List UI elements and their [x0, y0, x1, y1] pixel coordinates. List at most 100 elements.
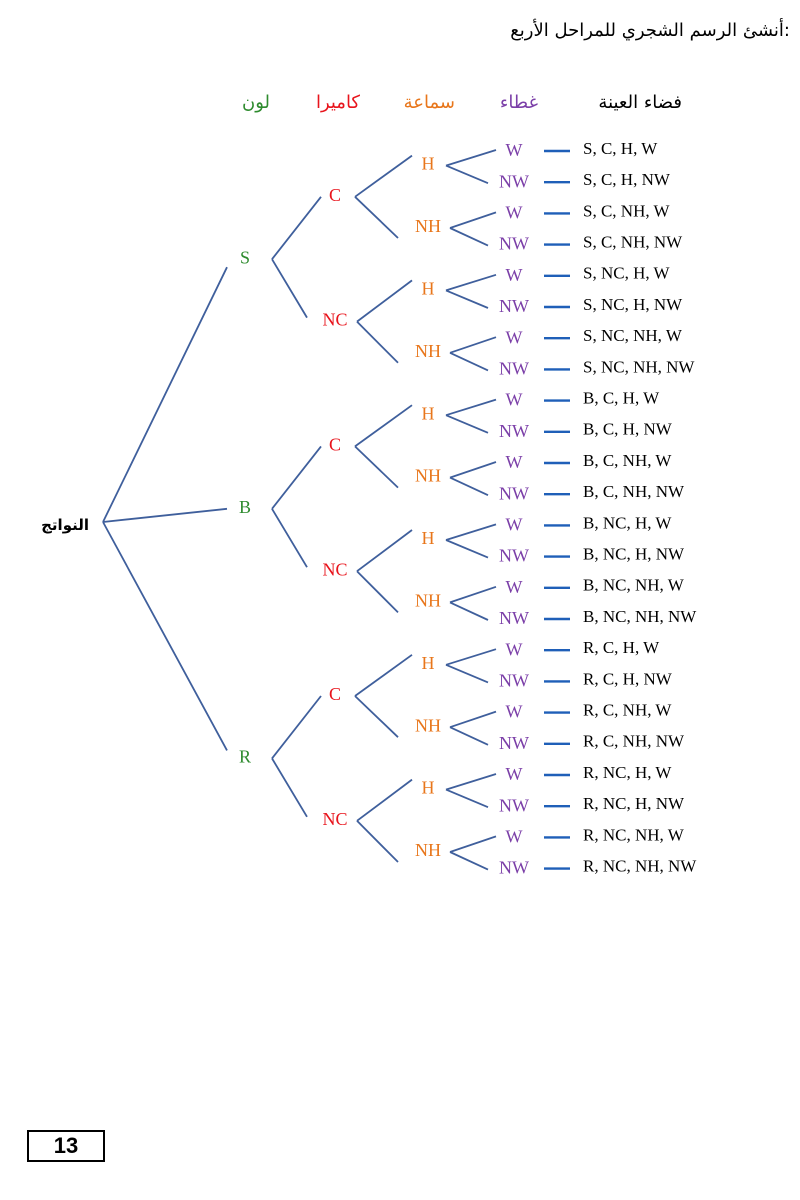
branch-lines — [102, 149, 570, 871]
node-cover-R-C-NH-W: W — [506, 702, 523, 722]
node-cover-R-C-H-W: W — [506, 639, 523, 659]
branch-line-B-NC — [271, 508, 308, 568]
branch-line-B-NC-NH — [356, 570, 399, 614]
node-headphones-B-C-NH: NH — [415, 466, 441, 486]
node-cover-R-NC-NH-W: W — [506, 827, 523, 847]
node-camera-S-C: C — [329, 185, 341, 205]
outcome-label-22: R, NC, NH, W — [583, 825, 685, 844]
node-headphones-R-NC-H: H — [422, 778, 435, 798]
outcome-label-20: R, NC, H, W — [583, 763, 672, 782]
node-color-B: B — [239, 497, 251, 517]
outcome-label-13: B, NC, H, NW — [583, 545, 685, 564]
tree-nodes: S C H W NW NH W NW NC H W NW NH W NW B C H W NW NH W NW NC H W NW N… — [239, 140, 529, 878]
node-cover-S-C-H-NW: NW — [499, 171, 529, 191]
branch-line-S-NC-H-W — [445, 273, 497, 292]
outcome-label-7: S, NC, NH, NW — [583, 357, 695, 376]
outcome-label-2: S, C, NH, W — [583, 201, 671, 220]
outcome-label-15: B, NC, NH, NW — [583, 607, 697, 626]
outcome-label-11: B, C, NH, NW — [583, 482, 685, 501]
branch-line-S-NC-H — [356, 279, 413, 323]
branch-line-B-C-H-W — [445, 398, 497, 417]
node-headphones-S-NC-NH: NH — [415, 341, 441, 361]
header-color: لون — [242, 92, 270, 113]
node-cover-R-NC-NH-NW: NW — [499, 858, 529, 878]
node-camera-R-NC: NC — [322, 809, 347, 829]
branch-line-B-C — [271, 445, 322, 510]
node-headphones-S-NC-H: H — [422, 279, 435, 299]
branch-line-B-C-H-NW — [445, 414, 489, 434]
branch-line-B-C-H — [354, 404, 413, 448]
branch-line-R-NC-NH-W — [449, 835, 497, 853]
outcome-label-8: B, C, H, W — [583, 389, 660, 408]
outcome-label-0: S, C, H, W — [583, 139, 658, 158]
node-camera-B-NC: NC — [322, 559, 347, 579]
branch-line-S-NC-H-NW — [445, 289, 489, 309]
branch-line-S-C-H-W — [445, 149, 497, 167]
node-color-R: R — [239, 747, 251, 767]
node-headphones-B-C-H: H — [422, 403, 435, 423]
node-cover-R-C-H-NW: NW — [499, 671, 529, 691]
node-cover-R-C-NH-NW: NW — [499, 733, 529, 753]
node-cover-S-NC-NH-W: W — [506, 327, 523, 347]
outcome-label-19: R, C, NH, NW — [583, 732, 685, 751]
outcome-label-23: R, NC, NH, NW — [583, 857, 697, 876]
branch-line-R-C-NH-W — [449, 710, 497, 729]
branch-line-B-C-NH-W — [449, 461, 497, 479]
outcome-label-10: B, C, NH, W — [583, 451, 672, 470]
branch-line-R-NC-NH — [356, 820, 399, 863]
branch-line-S-C-NH — [354, 196, 399, 239]
outcome-label-18: R, C, NH, W — [583, 701, 672, 720]
outcome-label-5: S, NC, H, NW — [583, 295, 683, 314]
branch-line-S-NC-NH — [356, 320, 399, 364]
node-cover-R-NC-H-NW: NW — [499, 795, 529, 815]
node-headphones-B-NC-H: H — [422, 528, 435, 548]
column-headers: فضاء العينة غطاء سماعة كاميرا لون — [242, 92, 682, 113]
branch-line-R-NC-NH-NW — [449, 851, 489, 871]
outcome-label-14: B, NC, NH, W — [583, 576, 685, 595]
node-cover-S-NC-H-W: W — [506, 265, 523, 285]
node-headphones-S-C-NH: NH — [415, 216, 441, 236]
branch-line-R-NC-H-W — [445, 773, 497, 791]
branch-line-S-C-NH-NW — [449, 227, 489, 247]
header-camera: كاميرا — [316, 92, 360, 113]
header-headphones: سماعة — [404, 92, 455, 113]
header-cover: غطاء — [500, 92, 538, 113]
outcome-label-21: R, NC, H, NW — [583, 794, 685, 813]
branch-line-R-C-H — [354, 654, 413, 697]
header-sample-space: فضاء العينة — [598, 92, 682, 113]
node-cover-B-C-H-NW: NW — [499, 421, 529, 441]
branch-line-B-C-NH — [354, 445, 399, 489]
node-cover-B-C-NH-W: W — [506, 452, 523, 472]
branch-line-root-S — [102, 266, 228, 523]
node-camera-R-C: C — [329, 684, 341, 704]
branch-line-S-C — [271, 196, 322, 260]
outcome-label-3: S, C, NH, NW — [583, 233, 683, 252]
node-cover-B-NC-H-NW: NW — [499, 546, 529, 566]
branch-line-R-C-H-NW — [445, 663, 489, 684]
node-cover-R-NC-H-W: W — [506, 764, 523, 784]
outcome-label-1: S, C, H, NW — [583, 170, 671, 189]
node-headphones-R-C-H: H — [422, 653, 435, 673]
node-color-S: S — [240, 247, 250, 267]
branch-line-B-NC-H-W — [445, 523, 497, 541]
node-headphones-R-NC-NH: NH — [415, 840, 441, 860]
outcome-label-17: R, C, H, NW — [583, 669, 673, 688]
branch-line-B-NC-H — [356, 529, 413, 572]
branch-line-R-C-H-W — [445, 648, 497, 666]
node-headphones-B-NC-NH: NH — [415, 591, 441, 611]
node-cover-S-NC-H-NW: NW — [499, 296, 529, 316]
branch-line-R-C-NH-NW — [449, 726, 489, 746]
branch-line-S-C-NH-W — [449, 211, 497, 229]
branch-line-R-NC-H — [356, 778, 413, 822]
branch-line-R-C-NH — [354, 695, 399, 738]
outcome-list: S, C, H, W S, C, H, NW S, C, NH, W S, C, NH… — [583, 139, 697, 876]
outcome-label-16: R, C, H, W — [583, 638, 660, 657]
node-cover-S-C-H-W: W — [506, 140, 523, 160]
outcome-label-12: B, NC, H, W — [583, 513, 672, 532]
node-cover-S-C-NH-W: W — [506, 203, 523, 223]
node-cover-B-NC-NH-NW: NW — [499, 608, 529, 628]
branch-line-R-C — [271, 695, 322, 759]
node-camera-S-NC: NC — [322, 310, 347, 330]
branch-line-B-NC-NH-W — [449, 585, 497, 604]
